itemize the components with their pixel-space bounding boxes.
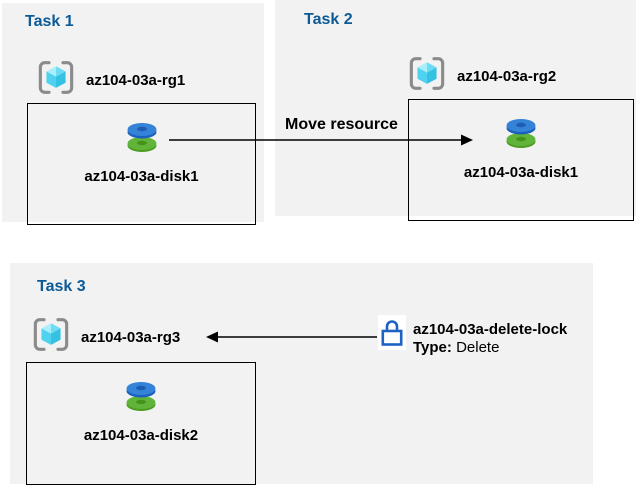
- resource-group-label: az104-03a-rg1: [86, 71, 186, 89]
- resource-label: az104-03a-disk1: [84, 168, 199, 185]
- task2-panel: Task 2 az104-03a-rg2: [275, 0, 636, 221]
- task3-resource-group: az104-03a-rg3: [31, 316, 180, 358]
- disk-icon: [123, 379, 159, 417]
- task3-resource-box: az104-03a-disk2: [26, 362, 256, 485]
- lock-type-label: Type: Delete: [413, 339, 567, 357]
- resource-group-label: az104-03a-rg3: [81, 328, 181, 346]
- task2-title: Task 2: [304, 11, 353, 28]
- task1-title: Task 1: [25, 13, 74, 30]
- resource-label: az104-03a-disk2: [83, 427, 199, 444]
- task2-resource-group: az104-03a-rg2: [407, 55, 556, 97]
- disk-icon: [503, 116, 539, 154]
- resource-group-icon: [36, 59, 76, 101]
- lock-name-label: az104-03a-delete-lock: [413, 321, 568, 338]
- resource-group-label: az104-03a-rg2: [457, 67, 557, 85]
- task1-resource-box: az104-03a-disk1: [27, 103, 256, 225]
- move-resource-label: Move resource: [285, 116, 398, 133]
- task3-title: Task 3: [37, 278, 86, 295]
- task3-panel: Task 3 az104-03a-rg3: [10, 263, 593, 485]
- resource-group-icon: [407, 55, 447, 97]
- task2-resource-box: az104-03a-disk1: [408, 99, 634, 221]
- task1-panel: Task 1 az104-03a-rg1: [2, 3, 264, 225]
- resource-group-icon: [31, 316, 71, 358]
- resource-label: az104-03a-disk1: [463, 164, 579, 181]
- lock-label-group: az104-03a-delete-lock Type: Delete: [413, 321, 567, 357]
- task1-resource-group: az104-03a-rg1: [36, 59, 185, 101]
- disk-icon: [124, 120, 160, 158]
- lock-icon: [378, 315, 406, 350]
- lock-type-key: Type:: [413, 339, 452, 356]
- lock-type-value: Delete: [456, 339, 500, 356]
